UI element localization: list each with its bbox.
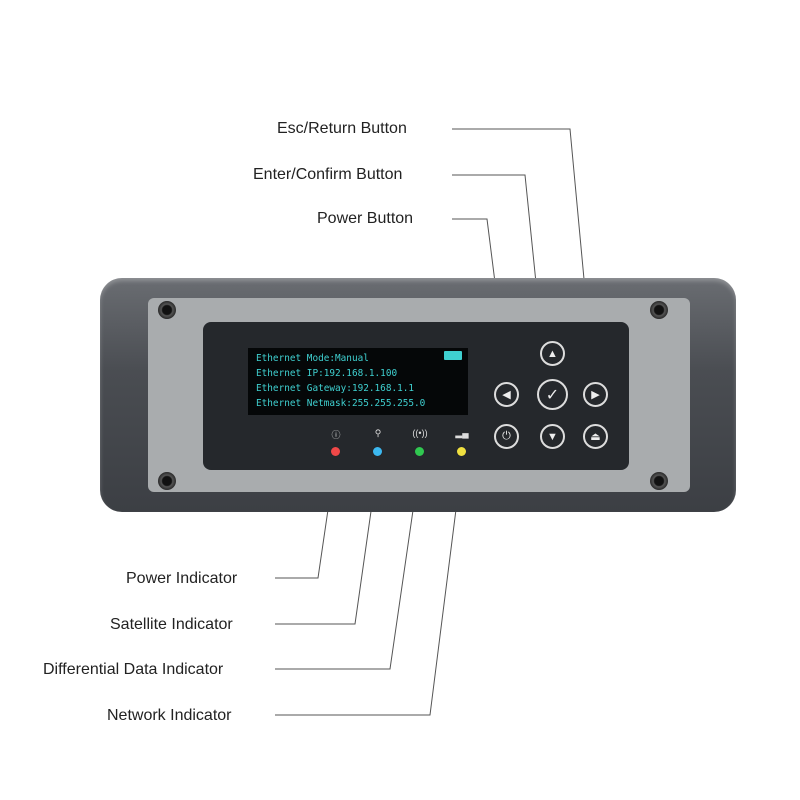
satellite-indicator-label: Satellite Indicator (110, 616, 233, 633)
satellite-icon: ⚲ (374, 428, 382, 438)
network-indicator-label: Network Indicator (107, 707, 232, 724)
differential-led (415, 447, 424, 456)
signal-bars-icon: ▂▄ (455, 428, 469, 438)
check-icon: ✓ (545, 386, 560, 404)
return-icon: ⏏ (590, 431, 601, 443)
network-led (457, 447, 466, 456)
screen-line: Ethernet Netmask:255.255.255.0 (256, 398, 426, 409)
screen-line: Ethernet IP:192.168.1.100 (256, 368, 398, 379)
arrow-left-icon: ◀ (502, 389, 511, 401)
down-button[interactable]: ▼ (540, 424, 565, 449)
satellite-led (373, 447, 382, 456)
power-button[interactable]: ⏻ (494, 424, 519, 449)
up-button[interactable]: ▲ (540, 341, 565, 366)
screw-icon (650, 472, 668, 490)
power-indicator-label: Power Indicator (126, 570, 238, 587)
enter-button-label: Enter/Confirm Button (253, 166, 403, 183)
right-button[interactable]: ▶ (583, 382, 608, 407)
screw-icon (158, 472, 176, 490)
arrow-up-icon: ▲ (547, 347, 558, 360)
screen-line: Ethernet Mode:Manual (256, 353, 369, 364)
battery-icon (444, 351, 462, 360)
screen-line: Ethernet Gateway:192.168.1.1 (256, 383, 415, 394)
arrow-down-icon: ▼ (547, 430, 558, 443)
power-led (331, 447, 340, 456)
power-button-label: Power Button (317, 210, 414, 227)
esc-return-button[interactable]: ⏏ (583, 424, 608, 449)
enter-confirm-button[interactable]: ✓ (537, 379, 568, 410)
power-icon: ⏻ (502, 430, 511, 442)
oled-display: Ethernet Mode:Manual Ethernet IP:192.168… (248, 348, 468, 415)
power-indicator-icon: ⓘ (331, 430, 341, 440)
arrow-right-icon: ▶ (591, 389, 600, 401)
screw-icon (650, 301, 668, 319)
screw-icon (158, 301, 176, 319)
broadcast-icon: ((•)) (412, 428, 428, 438)
differential-indicator-label: Differential Data Indicator (43, 661, 224, 678)
left-button[interactable]: ◀ (494, 382, 519, 407)
esc-button-label: Esc/Return Button (277, 120, 407, 137)
